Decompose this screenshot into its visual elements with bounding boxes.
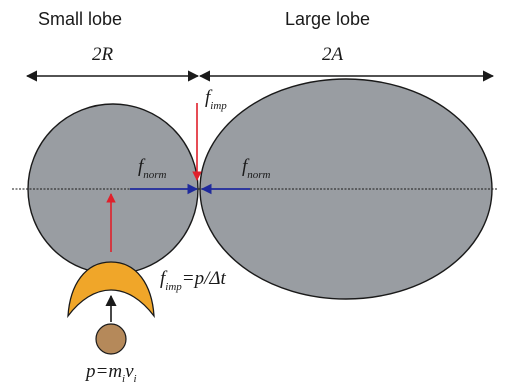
projectile-ball [95,323,127,355]
deflector-shape [67,261,155,319]
f-norm-left-label: fnorm [138,156,167,181]
small-lobe-label: Small lobe [38,9,122,29]
large-lobe-label: Large lobe [285,9,370,29]
momentum-equation: p=mivi [84,361,137,385]
large-width-label: 2A [322,44,344,65]
small-width-label: 2R [92,44,114,65]
f-imp-label: fimp [205,87,227,112]
f-norm-right-label: fnorm [242,156,271,181]
impulse-equation: fimp=p/Δt [160,268,227,293]
